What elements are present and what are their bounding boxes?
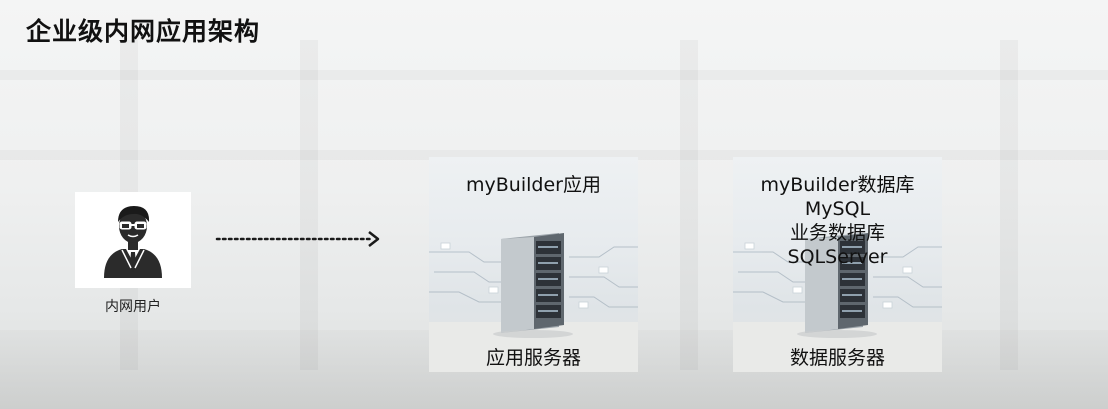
app-server-text: myBuilder应用 [429,173,638,197]
db-server-line-mysql: MySQL [733,197,942,221]
app-server-card: myBuilder应用 应用服务器 [429,157,638,372]
user-card [75,192,191,288]
user-label: 内网用户 [75,296,191,316]
db-server-text: myBuilder数据库 MySQL 业务数据库 SQLServer [733,173,942,269]
db-server-line-app-db: myBuilder数据库 [733,173,942,197]
db-server-caption: 数据服务器 [733,343,942,370]
db-server-line-sqlserver: SQLServer [733,245,942,269]
page-title: 企业级内网应用架构 [26,12,260,48]
db-server-line-business-db: 业务数据库 [733,221,942,245]
db-server-card: myBuilder数据库 MySQL 业务数据库 SQLServer 数据服务器 [733,157,942,372]
businessman-icon [100,202,166,278]
dotted-arrow-icon [214,229,384,249]
app-server-line: myBuilder应用 [429,173,638,197]
app-server-caption: 应用服务器 [429,343,638,370]
